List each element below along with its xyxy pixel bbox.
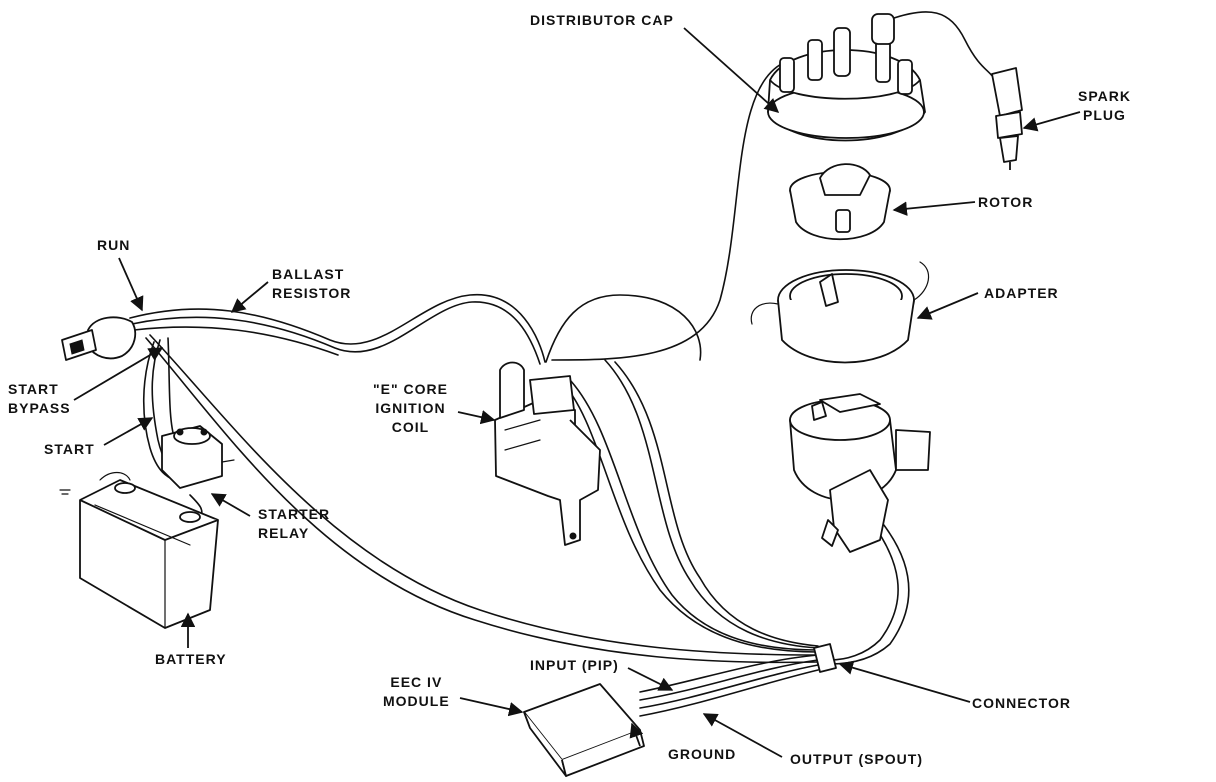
start-label: START [44, 441, 95, 457]
eec-iv-module-label-line-2: MODULE [383, 693, 450, 709]
distributor-cap-label: DISTRIBUTOR CAP [530, 12, 674, 28]
connector-label: CONNECTOR [972, 695, 1071, 711]
spark-plug-label: SPARK PLUG [1078, 87, 1131, 125]
ignition-switch [61, 316, 137, 361]
ballast-resistor-label-line-2: RESISTOR [272, 285, 352, 301]
distributor-cap-part [767, 13, 926, 142]
output-spout-label: OUTPUT (SPOUT) [790, 751, 923, 767]
spark-plug-label-line-2: PLUG [1083, 107, 1126, 123]
ballast-resistor-label-line-1: BALLAST [272, 266, 345, 282]
adapter-part [750, 261, 930, 364]
ignition-coil-label: "E" CORE IGNITION COIL [373, 380, 448, 437]
ground-label: GROUND [668, 746, 737, 762]
battery-label: BATTERY [155, 651, 227, 667]
ignition-coil-label-line-2: IGNITION [375, 400, 446, 416]
start-bypass-label-line-2: BYPASS [8, 400, 71, 416]
leader-lines [73, 27, 1081, 758]
starter-relay-label: STARTER RELAY [258, 505, 330, 543]
starter-relay-label-line-2: RELAY [258, 525, 310, 541]
starter-relay-label-line-1: STARTER [258, 506, 331, 522]
rotor-part [789, 163, 891, 241]
starter-relay-part [161, 425, 235, 489]
adapter-label: ADAPTER [984, 285, 1059, 301]
eec-iv-module-part [523, 683, 645, 777]
run-label: RUN [97, 237, 131, 253]
ignition-coil-label-line-3: COIL [391, 419, 430, 435]
ignition-coil-label-line-1: "E" CORE [373, 381, 448, 397]
start-bypass-label-line-1: START [8, 381, 59, 397]
spark-plug-part [991, 67, 1023, 170]
input-pip-label: INPUT (PIP) [530, 657, 619, 673]
battery-part [79, 479, 219, 629]
connector-part [813, 643, 837, 673]
eec-iv-module-label-line-1: EEC IV [390, 674, 443, 690]
spark-plug-label-line-1: SPARK [1078, 88, 1131, 104]
ballast-resistor-label: BALLAST RESISTOR [272, 265, 351, 303]
start-bypass-label: START BYPASS [8, 380, 71, 418]
ignition-coil-part [494, 361, 601, 546]
distributor-base-part [789, 393, 931, 553]
rotor-label: ROTOR [978, 194, 1034, 210]
eec-iv-module-label: EEC IV MODULE [383, 673, 450, 711]
